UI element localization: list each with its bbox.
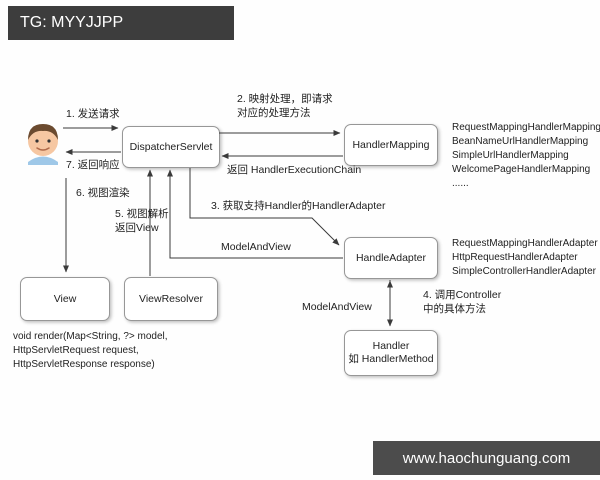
node-handler-line1: Handler (372, 340, 410, 352)
node-handler-mapping: HandlerMapping (344, 124, 438, 166)
node-view-resolver: ViewResolver (124, 277, 218, 321)
label-step3: 3. 获取支持Handler的HandlerAdapter (211, 200, 386, 212)
label-step5-line2: 返回View (115, 222, 159, 234)
label-step1: 1. 发送请求 (66, 108, 120, 120)
label-modelandview-left: ModelAndView (221, 241, 291, 253)
handler-mapping-implementations: RequestMappingHandlerMapping BeanNameUrl… (452, 121, 600, 191)
top-watermark-banner: TG: MYYJJPP (8, 6, 234, 40)
node-handle-adapter: HandleAdapter (344, 237, 438, 279)
render-signature-line: void render(Map<String, ?> model, (13, 331, 168, 342)
render-signature-line: HttpServletResponse response) (13, 359, 155, 370)
render-method-signature: void render(Map<String, ?> model, HttpSe… (13, 330, 168, 372)
mapping-impl-item: BeanNameUrlHandlerMapping (452, 136, 589, 147)
label-step4-line1: 4. 调用Controller (423, 289, 502, 301)
bottom-watermark-banner: www.haochunguang.com (373, 441, 600, 475)
mapping-impl-item: ...... (452, 178, 469, 189)
node-handler: Handler 如 HandlerMethod (344, 330, 438, 376)
label-step6: 6. 视图渲染 (76, 187, 130, 199)
adapter-impl-item: SimpleControllerHandlerAdapter (452, 266, 596, 277)
label-return-chain: 返回 HandlerExecutionChain (227, 164, 362, 176)
mapping-impl-item: RequestMappingHandlerMapping (452, 122, 600, 133)
adapter-impl-item: RequestMappingHandlerAdapter (452, 238, 598, 249)
label-step4: 4. 调用Controller 中的具体方法 (423, 288, 501, 316)
node-view: View (20, 277, 110, 321)
label-step2-line2: 对应的处理方法 (237, 107, 311, 119)
user-avatar-icon (22, 117, 64, 170)
label-step4-line2: 中的具体方法 (423, 303, 486, 315)
handler-adapter-implementations: RequestMappingHandlerAdapter HttpRequest… (452, 237, 598, 279)
label-step2-line1: 2. 映射处理，即请求 (237, 93, 333, 105)
label-step5-line1: 5. 视图解析 (115, 208, 169, 220)
node-handler-line2: 如 HandlerMethod (348, 353, 434, 365)
mapping-impl-item: WelcomePageHandlerMapping (452, 164, 591, 175)
label-step2: 2. 映射处理，即请求 对应的处理方法 (237, 92, 333, 120)
node-dispatcher-servlet: DispatcherServlet (122, 126, 220, 168)
adapter-impl-item: HttpRequestHandlerAdapter (452, 252, 578, 263)
render-signature-line: HttpServletRequest request, (13, 345, 139, 356)
label-step7: 7. 返回响应 (66, 159, 120, 171)
label-modelandview-bottom: ModelAndView (302, 301, 372, 313)
mapping-impl-item: SimpleUrlHandlerMapping (452, 150, 569, 161)
label-step5: 5. 视图解析 返回View (115, 207, 169, 235)
